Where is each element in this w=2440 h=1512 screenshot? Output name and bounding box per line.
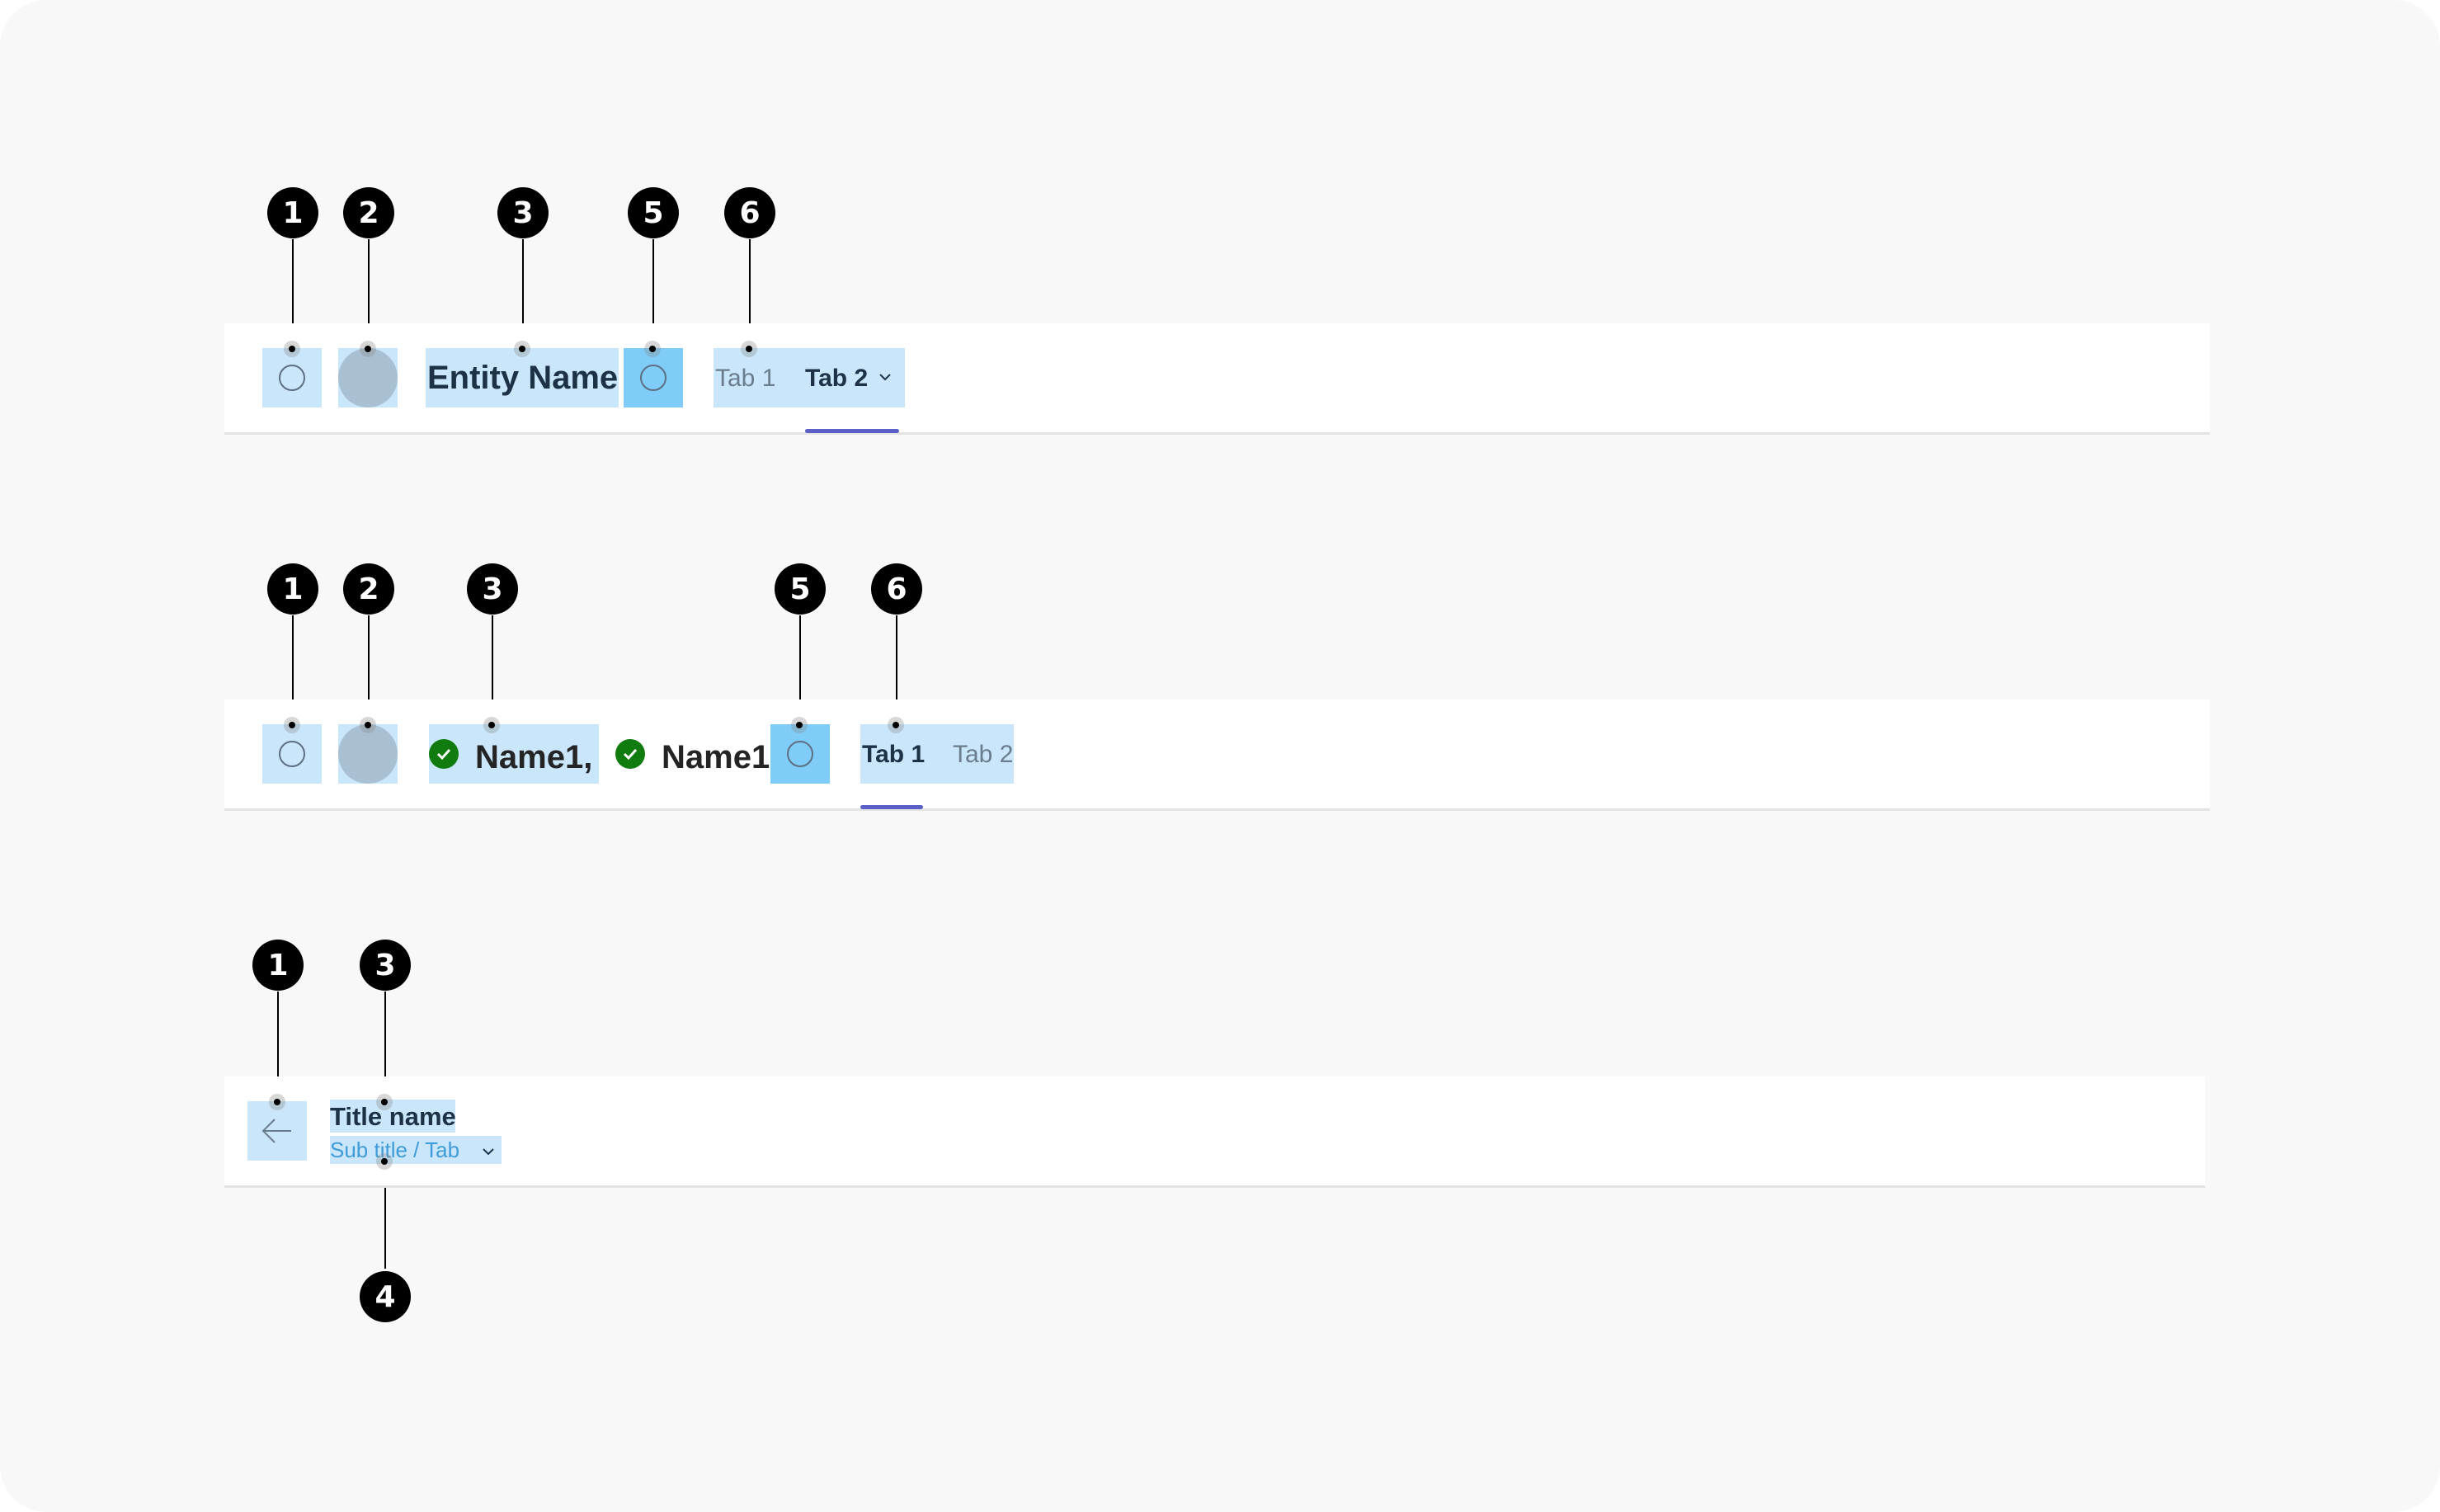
leader-line (277, 992, 279, 1099)
arrow-left-icon (261, 1119, 291, 1143)
tab-1[interactable]: Tab 1 (862, 741, 926, 768)
callout-marker: 1 (267, 187, 318, 238)
circle-outline-icon (279, 365, 305, 391)
circle-outline-icon (640, 365, 667, 391)
tab-2[interactable]: Tab 2 (805, 365, 869, 392)
anchor-dot (376, 1153, 393, 1170)
circle-outline-icon (787, 741, 813, 767)
back-button[interactable] (247, 1101, 307, 1161)
callout-marker: 3 (467, 563, 518, 615)
callout-marker: 1 (267, 563, 318, 615)
available-check-icon (615, 739, 645, 769)
anchor-dot (360, 341, 376, 357)
anchor-dot (483, 717, 500, 733)
anchor-dot (741, 341, 757, 357)
leader-line (492, 615, 493, 723)
tab-list: Tab 1 Tab 2 (860, 724, 1014, 784)
callout-marker: 6 (871, 563, 922, 615)
anchor-dot (644, 341, 661, 357)
tab-1[interactable]: Tab 1 (715, 365, 776, 392)
title-slot: Title name (330, 1100, 456, 1133)
chevron-down-icon[interactable] (482, 1147, 495, 1156)
anchor-dot (269, 1094, 285, 1110)
title-action-slot[interactable] (770, 724, 830, 784)
avatar (338, 724, 398, 784)
leader-line (292, 615, 294, 723)
leading-icon-slot[interactable] (262, 348, 322, 407)
anchor-dot (284, 341, 300, 357)
anchor-dot (376, 1094, 393, 1110)
anchor-dot (791, 717, 808, 733)
page-title: Title name (330, 1102, 456, 1131)
entity-title-slot: Entity Name (426, 348, 619, 407)
chevron-down-icon[interactable] (878, 372, 892, 382)
back-header-bar: Title name Sub title / Tab (224, 1076, 2205, 1188)
callout-marker: 2 (343, 563, 394, 615)
leader-line (368, 615, 370, 723)
person-name: Name1 (662, 739, 770, 775)
anchor-dot (888, 717, 904, 733)
leader-line (384, 1161, 386, 1269)
page-subtitle: Sub title / Tab (330, 1138, 460, 1162)
callout-marker: 5 (628, 187, 679, 238)
leader-line (522, 239, 524, 346)
callout-marker: 5 (775, 563, 826, 615)
anchor-dot (284, 717, 300, 733)
leader-line (652, 239, 654, 346)
circle-outline-icon (279, 741, 305, 767)
callout-marker: 1 (252, 940, 304, 991)
person-name: Name1, (475, 739, 593, 775)
callout-marker: 6 (724, 187, 775, 238)
leader-line (384, 992, 386, 1099)
tab-2[interactable]: Tab 2 (953, 741, 1014, 768)
leader-line (292, 239, 294, 346)
avatar-slot (338, 724, 398, 784)
leader-line (749, 239, 751, 346)
avatar (338, 348, 398, 407)
available-check-icon (429, 739, 459, 769)
tab-1-selected-indicator (860, 805, 923, 809)
anchor-dot (360, 717, 376, 733)
callout-marker: 2 (343, 187, 394, 238)
entity-title: Entity Name (427, 360, 619, 396)
tab-2-selected-indicator (805, 429, 899, 433)
entity-header-bar: Entity Name Tab 1 Tab 2 (224, 323, 2210, 435)
callout-marker: 3 (360, 940, 411, 991)
avatar-slot (338, 348, 398, 407)
leader-line (799, 615, 801, 723)
callout-marker: 4 (360, 1271, 411, 1322)
leader-line (896, 615, 897, 723)
callout-marker: 3 (497, 187, 549, 238)
anchor-dot (514, 341, 530, 357)
leader-line (368, 239, 370, 346)
subtitle-slot[interactable]: Sub title / Tab (330, 1136, 502, 1164)
tab-list: Tab 1 Tab 2 (714, 348, 905, 407)
leading-icon-slot[interactable] (262, 724, 322, 784)
people-header-bar: Name1, Name1 Tab 1 Tab 2 (224, 699, 2210, 811)
title-action-slot[interactable] (624, 348, 683, 407)
